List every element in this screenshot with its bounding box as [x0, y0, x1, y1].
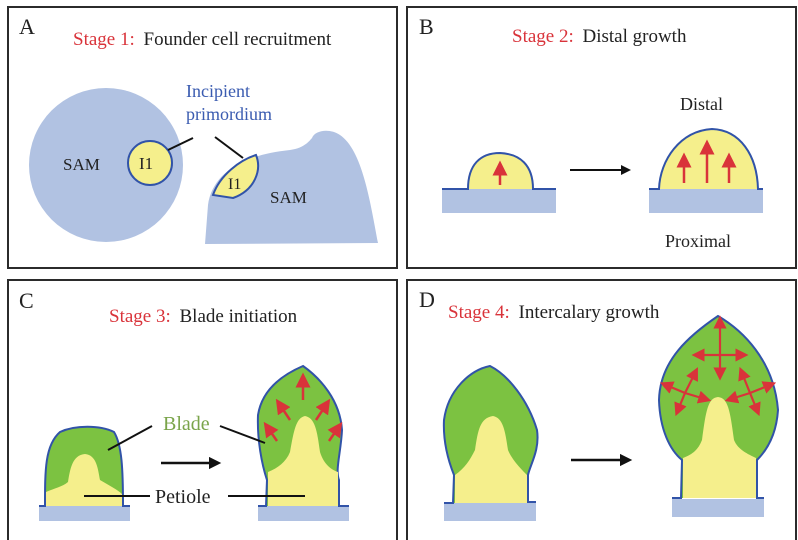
panel-c-title: Blade initiation	[180, 306, 298, 327]
i1-label-right: I1	[228, 176, 241, 193]
panel-d-letter: D	[419, 287, 435, 312]
blade-leader-left	[107, 425, 153, 451]
meristem-base-d-small	[444, 503, 536, 521]
leader-line-left	[167, 137, 194, 151]
meristem-base-small	[442, 189, 556, 213]
blade-arrow-2	[275, 398, 292, 421]
panel-b-heading: Stage 2: Distal growth	[512, 26, 687, 47]
sam-side-view	[205, 130, 378, 244]
panel-d-border	[406, 279, 797, 540]
panel-c-heading: Stage 3: Blade initiation	[109, 306, 298, 327]
expansion-arrows-top	[691, 315, 749, 381]
i1-label-left: I1	[139, 154, 153, 173]
panel-a-letter: A	[19, 14, 35, 39]
blade-arrow-5	[327, 421, 343, 442]
petiole-label: Petiole	[155, 486, 211, 508]
panel-b-stage: Stage 2:	[512, 26, 574, 47]
sam-label-left: SAM	[63, 155, 100, 174]
sam-circle-top-view	[29, 88, 183, 242]
incipient-label-line2: primordium	[186, 104, 272, 124]
meristem-base-d-large	[672, 499, 764, 517]
petiole-region-c-small	[46, 454, 122, 506]
meristem-base-c-large	[258, 506, 349, 521]
panel-c-border	[7, 279, 398, 540]
petiole-region-c-large	[268, 416, 338, 506]
panel-b: B Stage 2: Distal growth Distal Proximal	[419, 14, 763, 251]
panel-a-stage: Stage 1:	[73, 29, 135, 50]
panel-d-title: Intercalary growth	[519, 302, 660, 323]
panel-a: A Stage 1: Founder cell recruitment SAM …	[19, 14, 378, 244]
panel-d: D Stage 4: Intercalary growth	[419, 287, 780, 521]
panel-b-letter: B	[419, 14, 434, 39]
incipient-label-line1: Incipient	[186, 81, 250, 101]
proximal-label: Proximal	[665, 231, 731, 251]
blade-label: Blade	[163, 413, 210, 435]
expansion-arrows-right	[724, 366, 777, 417]
meristem-base-c-small	[39, 506, 130, 521]
panel-a-heading: Stage 1: Founder cell recruitment	[73, 29, 332, 50]
sam-label-right: SAM	[270, 188, 307, 207]
panel-c-letter: C	[19, 288, 34, 313]
panel-c: C Stage 3: Blade initiation Blade Petiol…	[19, 288, 349, 521]
blade-leader-right	[219, 425, 266, 444]
incipient-primordium-top-view	[127, 140, 173, 186]
blade-arrow-1	[263, 421, 279, 442]
expansion-arrows-left	[659, 367, 712, 417]
panel-b-border	[406, 6, 797, 269]
panel-c-stage: Stage 3:	[109, 306, 171, 327]
panel-d-heading: Stage 4: Intercalary growth	[448, 302, 660, 323]
petiole-region-d-large	[683, 397, 756, 498]
incipient-primordium-side-view	[211, 153, 260, 200]
leader-line-right	[214, 136, 244, 159]
petiole-region-d-small	[455, 416, 527, 503]
distal-label: Distal	[680, 94, 723, 114]
panel-b-title: Distal growth	[583, 26, 687, 47]
blade-arrow-4	[314, 398, 331, 421]
panel-d-stage: Stage 4:	[448, 302, 510, 323]
panel-a-border	[7, 6, 398, 269]
panel-a-title: Founder cell recruitment	[144, 29, 333, 50]
meristem-base-large	[649, 189, 763, 213]
